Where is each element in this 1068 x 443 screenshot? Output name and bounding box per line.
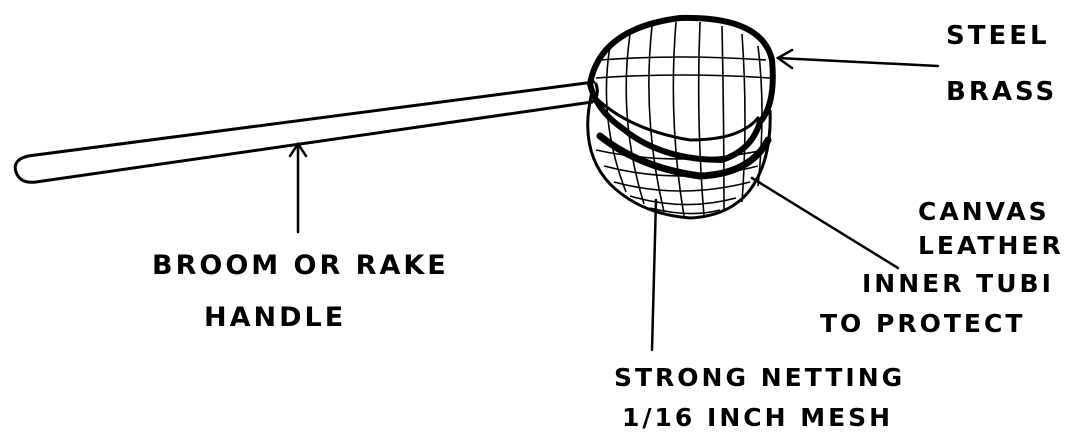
broom-handle xyxy=(15,82,597,182)
labels: STEEL BRASS CANVAS LEATHER INNER TUBI TO… xyxy=(152,21,1064,432)
label-mesh: 1/16 INCH MESH xyxy=(622,403,893,432)
label-inner-tube: INNER TUBI xyxy=(862,269,1054,298)
leader-lines xyxy=(290,50,938,350)
label-canvas: CANVAS xyxy=(918,197,1050,226)
netting-leader-line xyxy=(652,200,656,350)
label-broom-or-rake: BROOM OR RAKE xyxy=(152,250,449,281)
label-to-protect: TO PROTECT xyxy=(820,309,1025,338)
label-handle: HANDLE xyxy=(204,302,346,333)
label-steel: STEEL xyxy=(946,21,1050,51)
label-brass: BRASS xyxy=(946,77,1057,107)
steel-leader-line xyxy=(778,58,938,66)
label-strong-netting: STRONG NETTING xyxy=(614,363,905,392)
band-leader-line xyxy=(752,178,898,268)
label-leather: LEATHER xyxy=(918,231,1064,260)
